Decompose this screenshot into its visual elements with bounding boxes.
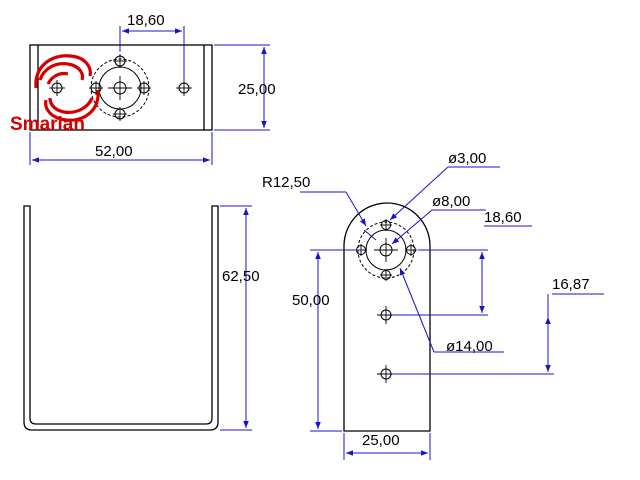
top-view: 18,60 25,00 52,00 <box>29 12 276 165</box>
side-view-outline <box>23 205 219 431</box>
top-view-hole-pattern <box>49 54 192 121</box>
top-view-outline <box>29 44 213 131</box>
brand-logo-icon <box>34 54 100 122</box>
front-view: R12,50 ø3,00 ø8,00 18,60 16,87 50,00 ø14… <box>262 150 604 460</box>
radius-label: R12,50 <box>262 174 310 191</box>
front-view-outline <box>343 202 431 432</box>
top-height-label: 25,00 <box>238 81 276 98</box>
front-width-label: 25,00 <box>362 432 400 449</box>
brand-name: Smarian <box>10 114 85 135</box>
front-hole-height-label: 50,00 <box>292 292 330 309</box>
front-view-hole-pattern <box>355 219 417 383</box>
small-hole-diameter-label: ø3,00 <box>448 150 486 167</box>
top-width-label: 52,00 <box>95 143 133 160</box>
side-height-label: 62,50 <box>222 268 260 285</box>
circle-diameter-label: ø14,00 <box>446 338 493 355</box>
center-hole-diameter-label: ø8,00 <box>432 193 470 210</box>
side-view: 62,50 <box>23 205 260 431</box>
top-hole-spacing-label: 18,60 <box>127 12 165 29</box>
brand-logo: Smarian <box>10 54 100 135</box>
hole-pitch-label: 16,87 <box>552 276 590 293</box>
front-hole-offset-label: 18,60 <box>484 209 522 226</box>
